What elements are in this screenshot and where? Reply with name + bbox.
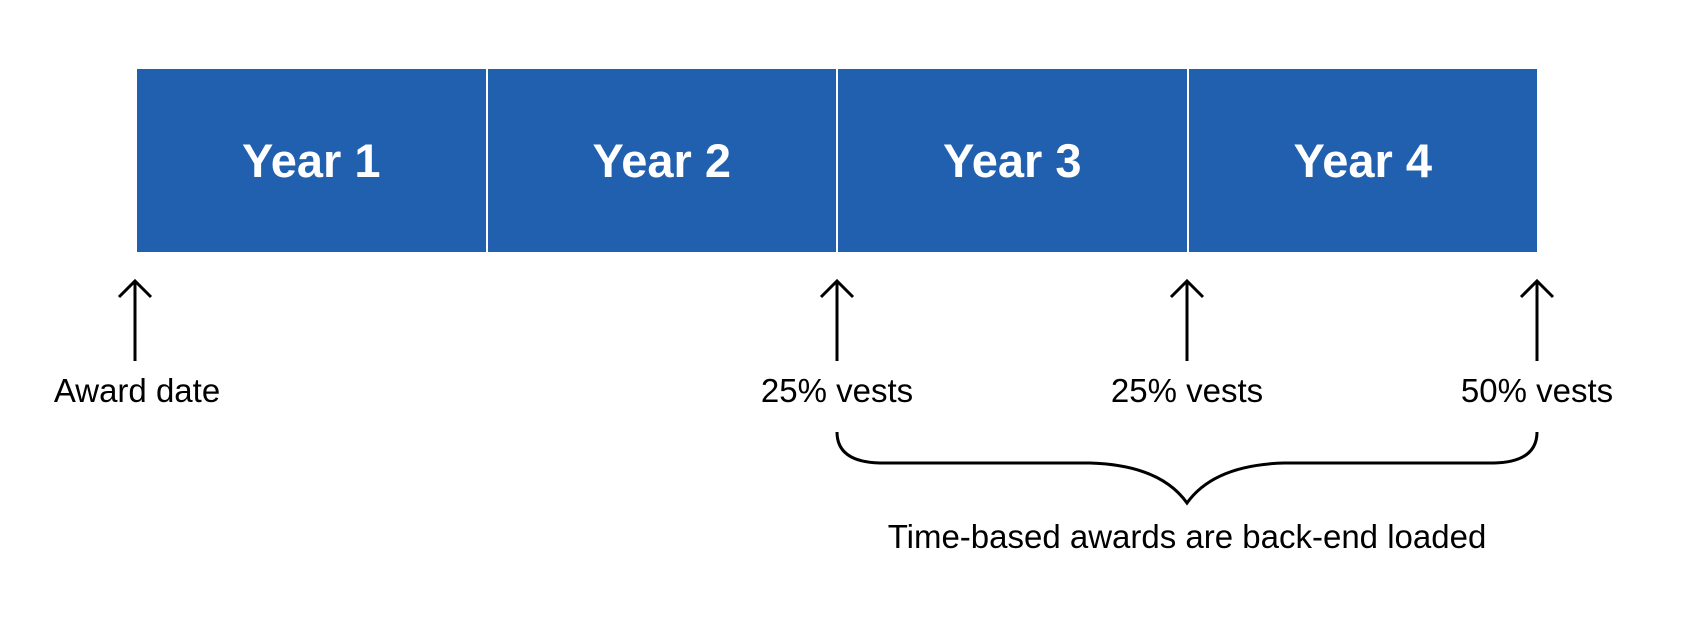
curly-brace xyxy=(835,431,1539,506)
brace-caption: Time-based awards are back-end loaded xyxy=(887,518,1487,555)
award-date-label: Award date xyxy=(53,372,221,409)
arrow-up-icon xyxy=(819,278,855,361)
vest-label-year-2: 25% vests xyxy=(760,372,914,409)
year-3-segment: Year 3 xyxy=(838,69,1189,252)
vest-label-year-3: 25% vests xyxy=(1110,372,1264,409)
year-2-segment: Year 2 xyxy=(487,69,838,252)
year-1-segment: Year 1 xyxy=(137,69,488,252)
vesting-timeline-bar: Year 1 Year 2 Year 3 Year 4 xyxy=(137,69,1537,252)
year-4-segment: Year 4 xyxy=(1188,69,1537,252)
vest-label-year-4: 50% vests xyxy=(1460,372,1614,409)
arrow-up-icon xyxy=(1519,278,1555,361)
arrow-up-icon xyxy=(117,278,153,361)
arrow-up-icon xyxy=(1169,278,1205,361)
